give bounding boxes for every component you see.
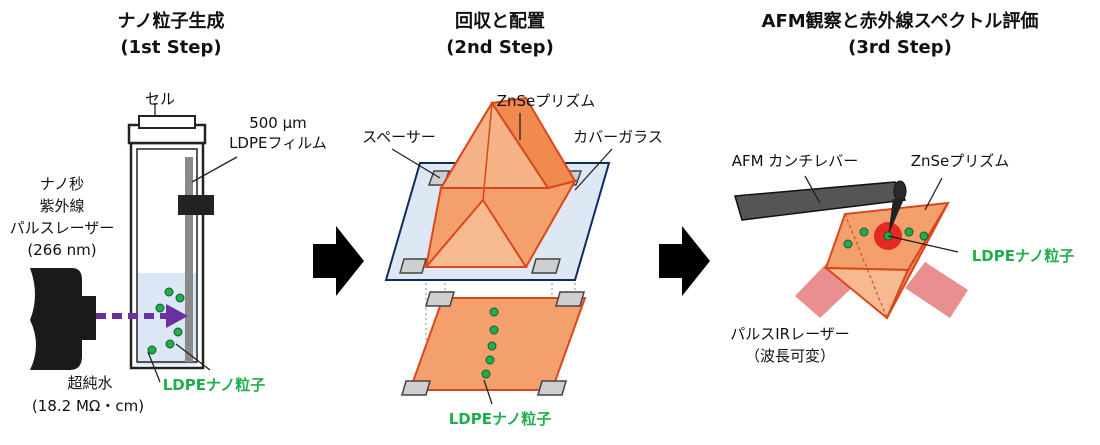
step1-illustration [30,103,238,383]
prism-edge [482,102,493,201]
film-label-line2: LDPEフィルム [229,134,327,152]
spacer [425,291,455,307]
particle [164,287,174,297]
spacer [555,291,585,307]
spacer [531,258,561,274]
film-clamp [178,195,214,215]
particle [859,227,869,237]
step1-title: ナノ粒子生成 [117,10,224,32]
prism-leader [924,177,943,211]
cantilever-leader [804,175,821,204]
particles-leader [483,379,493,405]
step3-illustration [734,175,968,320]
particle [173,327,183,337]
particle [155,303,165,313]
spacer-label: スペーサー [362,128,436,146]
film-label-line1: 500 µm [249,114,307,132]
step3-particles-label: LDPEナノ粒子 [972,247,1075,265]
laser-label-line2: 紫外線 [39,197,84,215]
step1-subtitle: (1st Step) [120,37,221,58]
laser-label-line3: パルスレーザー [10,219,115,237]
prism-hidden-edge [844,213,888,319]
nanoparticles-step2 [481,307,499,379]
water-label-line2: (18.2 MΩ・cm) [32,397,144,415]
water-leader [147,351,161,383]
particle [904,227,914,237]
water-label-line1: 超純水 [67,374,112,392]
nanoparticles-step3 [843,227,929,249]
cover-glass-label: カバーガラス [573,128,663,146]
laser-label-line4: (266 nm) [27,241,96,259]
step2-prism-label: ZnSeプリズム [497,92,596,110]
spacer [401,380,431,396]
ir-laser-label-line2: （波長可変） [745,347,835,365]
laser-arrowhead [166,304,188,328]
cell-inner [136,148,198,363]
uv-laser-device [30,268,96,370]
step3-title: AFM観察と赤外線スペクトル評価 [762,10,1039,32]
step2-subtitle: (2nd Step) [446,37,554,58]
step2-illustration [384,96,613,405]
particle [843,239,853,249]
arrow-right-icon [659,226,710,296]
laser-label-line1: ナノ秒 [40,175,84,193]
ir-laser-label-line1: パルスIRレーザー [730,325,850,343]
particle [147,345,157,355]
particle [485,355,495,365]
particle [489,307,499,317]
arrow-right-icon [313,226,364,296]
cantilever-end [893,180,907,202]
spacer-leader [391,148,441,179]
step3-prism-label: ZnSeプリズム [911,152,1010,170]
step3-subtitle: (3rd Step) [848,37,952,58]
step2-title: 回収と配置 [455,11,545,32]
particle [481,369,491,379]
prism-face [490,96,577,190]
step1-particles-label: LDPEナノ粒子 [163,376,266,394]
particle [165,339,175,349]
glass-leader [574,148,613,191]
particle [175,293,185,303]
cantilever-label: AFM カンチレバー [732,152,859,170]
particles-leader [175,343,211,371]
nanoparticles-step1 [147,287,185,355]
spacer [399,258,427,274]
step2-particles-label: LDPEナノ粒子 [449,410,552,428]
particle [919,231,929,241]
ldpe-film [185,157,193,362]
prism-face [423,198,528,268]
cell-cap-top [138,115,196,129]
afm-tip [888,199,904,236]
particle [489,325,499,335]
cell-label: セル [145,90,175,108]
particles-leader [887,235,959,253]
film-leader [191,156,238,183]
particle [487,341,497,351]
afm-cantilever [734,181,907,221]
ir-laser-beam-right [905,262,968,318]
spacer [537,380,567,396]
